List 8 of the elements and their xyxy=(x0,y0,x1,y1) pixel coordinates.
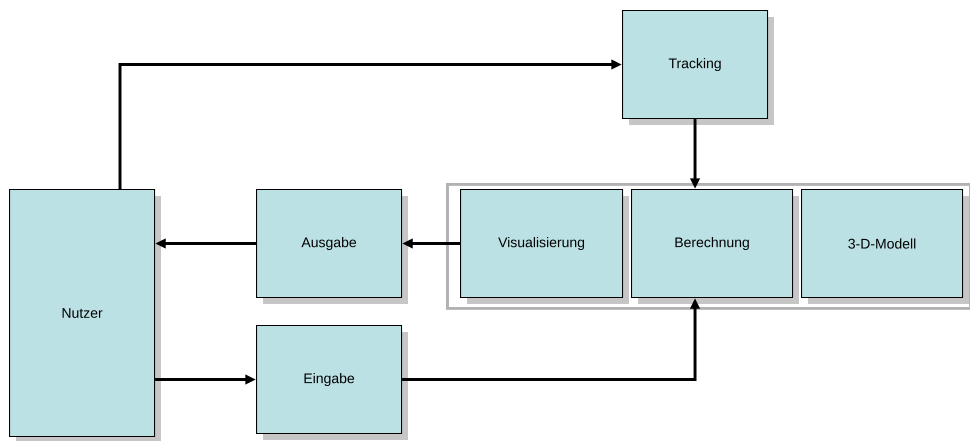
process-box: Tracking xyxy=(622,10,774,125)
process-box: Eingabe xyxy=(256,325,408,440)
process-box: Nutzer xyxy=(9,189,161,441)
process-box: Ausgabe xyxy=(256,189,408,304)
process-box: Visualisierung xyxy=(460,189,629,304)
frame-box xyxy=(446,183,970,310)
process-box: 3-D-Modell xyxy=(801,189,969,304)
process-box: Berechnung xyxy=(631,189,799,304)
